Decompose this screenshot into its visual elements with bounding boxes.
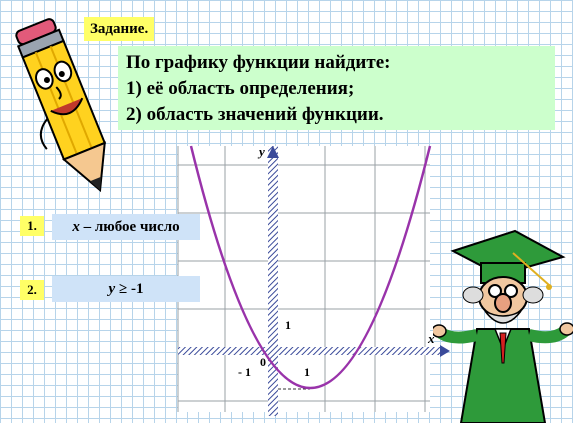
question-heading: По графику функции найдите:: [126, 52, 391, 73]
y-axis: [268, 146, 278, 416]
question-item-2: 2) область значений функции.: [126, 104, 384, 125]
professor-character-illustration: [433, 229, 573, 423]
answer-1-text: – любое число: [79, 219, 180, 235]
answer-1-box: x – любое число: [52, 214, 200, 240]
answer-2-box: y ≥ -1: [52, 276, 200, 302]
parabola-curve: [189, 145, 432, 390]
answer-2-var: y: [108, 281, 116, 297]
graph-grid: [177, 146, 430, 412]
y-axis-label: y: [257, 144, 265, 159]
x-axis-label: x: [427, 331, 435, 346]
y-axis-arrow: [267, 146, 279, 158]
question-box: По графику функции найдите: 1) её област…: [118, 46, 555, 130]
task-label: Задание.: [84, 17, 155, 41]
x-axis: [178, 347, 440, 355]
tick-y-1: 1: [285, 318, 291, 332]
graph-background: [178, 146, 430, 412]
answer-1-number: 1.: [20, 216, 44, 236]
question-item-1: 1) её область определения;: [126, 78, 355, 99]
origin-label: 0: [260, 355, 266, 369]
answer-1-var: x: [72, 219, 80, 235]
tick-x-neg1: - 1: [238, 365, 251, 379]
tick-x-1: 1: [304, 365, 310, 379]
answer-2-text: ≥ -1: [115, 281, 144, 297]
x-axis-arrow: [440, 345, 450, 357]
pencil-character-illustration: [15, 18, 107, 193]
answer-2-number: 2.: [20, 280, 44, 300]
